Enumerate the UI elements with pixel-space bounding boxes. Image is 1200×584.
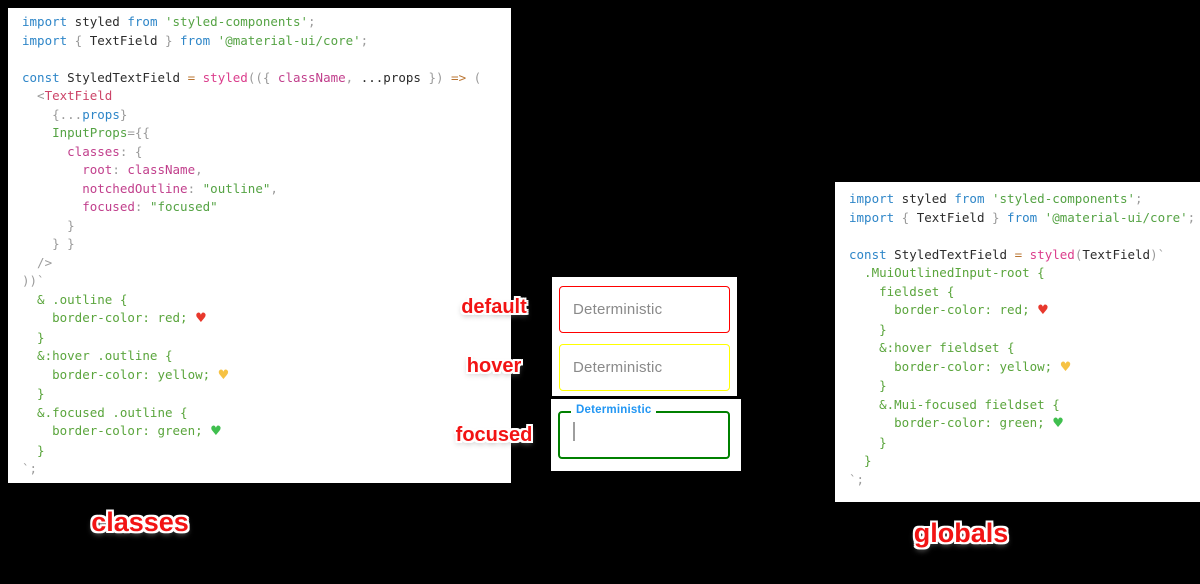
code-line: & .outline {	[22, 291, 128, 307]
code-line: classes: {	[22, 143, 143, 159]
code-line	[22, 50, 511, 69]
red-heart-icon: ♥	[195, 311, 207, 326]
code-line: import styled from 'styled-components';	[22, 14, 316, 29]
code-line: const StyledTextField = styled(TextField…	[849, 246, 1166, 262]
code-line: root: className,	[22, 162, 203, 177]
code-line: border-color: yellow; ♥	[22, 366, 230, 383]
code-line: &:hover fieldset {	[849, 340, 1015, 355]
textfield-focused[interactable]: Deterministic	[558, 404, 730, 459]
code-line: InputProps={{	[22, 125, 150, 140]
code-line: focused: "focused"	[22, 199, 218, 214]
caption-globals: globals	[913, 518, 1009, 548]
code-line: &.focused .outline {	[22, 404, 188, 420]
code-line: }	[22, 217, 75, 233]
green-heart-icon: ♥	[210, 424, 222, 439]
code-line: import { TextField } from '@material-ui/…	[22, 32, 369, 48]
textfield-default[interactable]: Deterministic	[559, 286, 730, 333]
code-line: {...props}	[22, 106, 128, 122]
caption-focused: focused	[455, 424, 533, 446]
code-line: border-color: yellow; ♥	[849, 358, 1072, 375]
textfield-placeholder: Deterministic	[573, 301, 663, 318]
code-line: .MuiOutlinedInput-root {	[849, 265, 1045, 280]
code-line: import { TextField } from '@material-ui/…	[849, 209, 1196, 225]
code-line: `;	[22, 461, 38, 476]
code-line	[849, 227, 1200, 246]
classes-code-panel: import styled from 'styled-components'; i…	[8, 8, 511, 483]
code-line: &:hover .outline {	[22, 348, 173, 363]
code-line: } }	[22, 236, 75, 251]
textfield-demo-panel: Deterministic Deterministic	[552, 277, 737, 396]
globals-code-panel: import styled from 'styled-components'; i…	[835, 182, 1200, 502]
textfield-floating-label: Deterministic	[571, 404, 657, 416]
code-line: }	[849, 378, 887, 393]
code-line: border-color: red; ♥	[849, 302, 1049, 318]
code-line: }	[849, 321, 887, 337]
textfield-focused-panel: Deterministic	[551, 399, 741, 471]
code-line: fieldset {	[849, 283, 955, 299]
textfield-placeholder: Deterministic	[573, 359, 663, 376]
code-line: <TextField	[22, 88, 113, 103]
caption-classes: classes	[91, 507, 189, 537]
caption-hover: hover	[466, 355, 522, 377]
code-line: }	[22, 386, 45, 401]
code-line: border-color: green; ♥	[22, 423, 222, 439]
code-line: }	[22, 442, 45, 458]
code-line: ))`	[22, 273, 45, 288]
caption-default: default	[461, 296, 527, 318]
code-line: import styled from 'styled-components';	[849, 191, 1143, 206]
code-line: }	[849, 434, 887, 450]
yellow-heart-icon: ♥	[217, 367, 230, 383]
code-line: `;	[849, 471, 865, 487]
code-line: border-color: green; ♥	[849, 415, 1064, 431]
red-heart-icon: ♥	[1037, 303, 1049, 318]
text-caret-icon	[573, 422, 575, 441]
code-line: &.Mui-focused fieldset {	[849, 396, 1060, 412]
code-line: notchedOutline: "outline",	[22, 180, 278, 196]
code-line: }	[849, 453, 872, 468]
green-heart-icon: ♥	[1052, 416, 1064, 431]
yellow-heart-icon: ♥	[1059, 359, 1072, 375]
code-line: />	[22, 254, 53, 270]
code-line: border-color: red; ♥	[22, 310, 207, 326]
code-line: const StyledTextField = styled(({ classN…	[22, 69, 482, 85]
code-line: }	[22, 329, 45, 345]
textfield-hover[interactable]: Deterministic	[559, 344, 730, 391]
